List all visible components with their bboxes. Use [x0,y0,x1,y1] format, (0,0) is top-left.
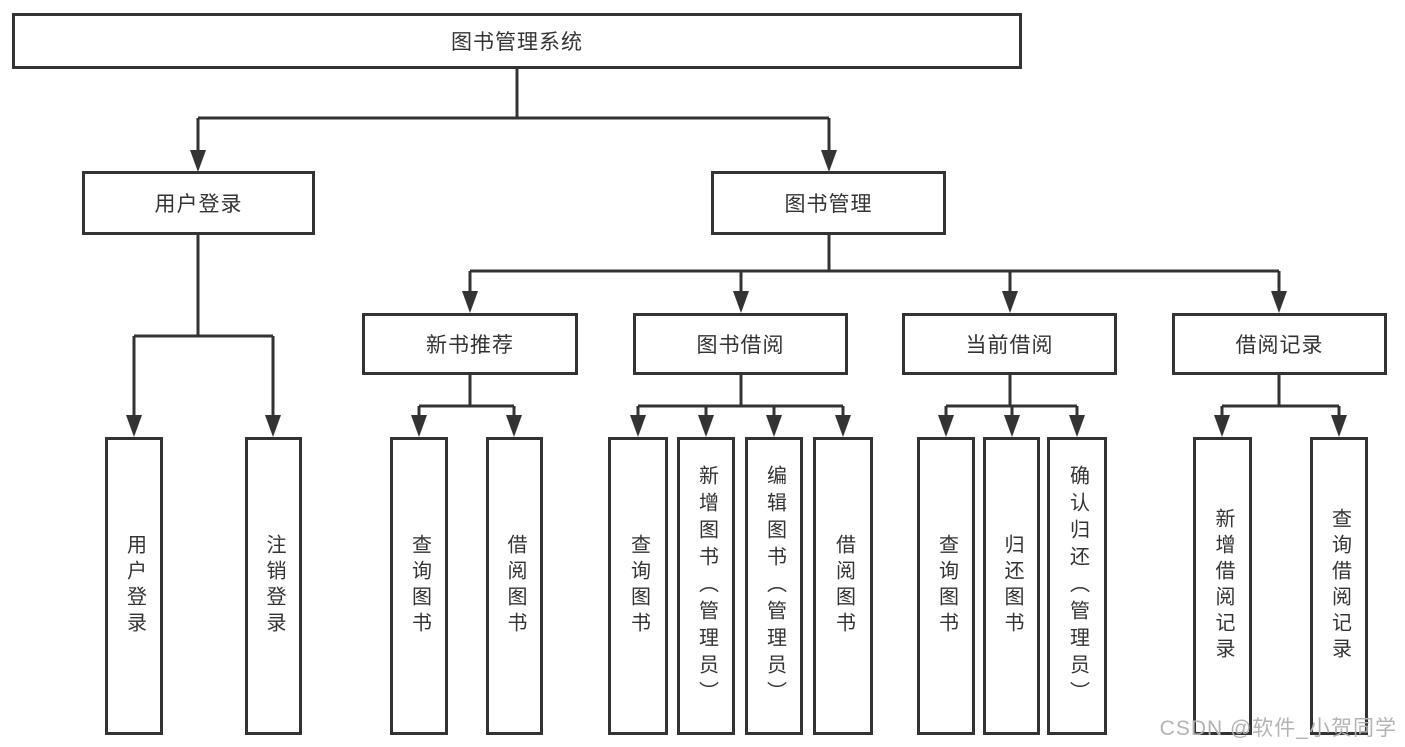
leaf-label: 归还图书 [1001,534,1023,638]
node-book-management: 图书管理 [711,171,946,235]
leaf-borrow-books-borrowing: 借阅图书 [813,437,873,735]
arrow-down-icon [1002,291,1018,313]
leaf-label: 新增借阅记录 [1212,508,1234,664]
arrow-down-icon [265,415,281,437]
node-root-library-system: 图书管理系统 [12,13,1022,69]
arrow-down-icon [938,415,954,437]
leaf-query-books-borrowing: 查询图书 [608,437,668,735]
arrow-down-icon [1271,291,1287,313]
leaf-label: 用户登录 [123,534,146,638]
leaf-query-books-recommend: 查询图书 [390,437,448,735]
arrow-down-icon [835,415,851,437]
leaf-label: 编辑图书（管理员） [763,464,786,708]
leaf-label: 注销登录 [263,534,285,638]
arrow-down-icon [1331,415,1347,437]
leaf-confirm-return-admin: 确认归还（管理员） [1047,437,1107,735]
arrow-down-icon [733,291,749,313]
leaf-label: 确认归还（管理员） [1066,464,1089,708]
node-book-borrowing: 图书借阅 [633,313,848,375]
arrow-down-icon [698,415,714,437]
leaf-query-books-current: 查询图书 [917,437,975,735]
node-new-book-recommend: 新书推荐 [362,313,578,375]
node-borrowing-records: 借阅记录 [1172,313,1387,375]
leaf-borrow-books-recommend: 借阅图书 [486,437,543,735]
leaf-label: 查询借阅记录 [1328,508,1351,664]
node-current-borrowing: 当前借阅 [902,313,1117,375]
arrow-down-icon [506,415,522,437]
leaf-add-books-admin: 新增图书（管理员） [677,437,735,735]
leaf-logout: 注销登录 [245,437,302,735]
arrow-down-icon [630,415,646,437]
arrow-down-icon [190,150,206,172]
csdn-watermark: CSDN @软件_小贺同学 [1159,717,1397,740]
arrow-down-icon [766,415,782,437]
arrow-down-icon [411,415,427,437]
leaf-label: 查询图书 [627,534,650,638]
leaf-add-borrow-record: 新增借阅记录 [1193,437,1252,735]
leaf-label: 查询图书 [408,534,431,638]
arrow-down-icon [821,150,837,172]
leaf-label: 新增图书（管理员） [695,464,718,708]
arrow-down-icon [126,415,142,437]
arrow-down-icon [1004,415,1020,437]
leaf-query-borrow-record: 查询借阅记录 [1310,437,1368,735]
leaf-return-books: 归还图书 [983,437,1040,735]
leaf-label: 借阅图书 [832,534,855,638]
leaf-user-login: 用户登录 [105,437,163,735]
leaf-edit-books-admin: 编辑图书（管理员） [745,437,803,735]
arrow-down-icon [462,291,478,313]
arrow-down-icon [1214,415,1230,437]
leaf-label: 借阅图书 [504,534,526,638]
node-user-login: 用户登录 [82,171,315,235]
leaf-label: 查询图书 [935,534,958,638]
arrow-down-icon [1069,415,1085,437]
